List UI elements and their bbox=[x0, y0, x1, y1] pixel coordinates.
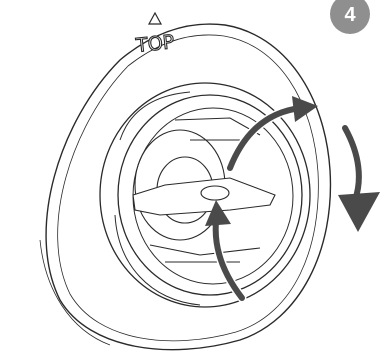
top-marker: TOP bbox=[134, 13, 175, 57]
curved-arrow-clockwise-icon bbox=[230, 96, 318, 168]
top-label: TOP bbox=[134, 31, 175, 57]
step-badge: 4 bbox=[330, 0, 370, 34]
triangle-up-icon bbox=[149, 13, 161, 24]
mount-mechanism bbox=[133, 118, 275, 262]
curved-arrow-down-icon bbox=[338, 128, 380, 232]
step-number: 4 bbox=[344, 4, 356, 26]
